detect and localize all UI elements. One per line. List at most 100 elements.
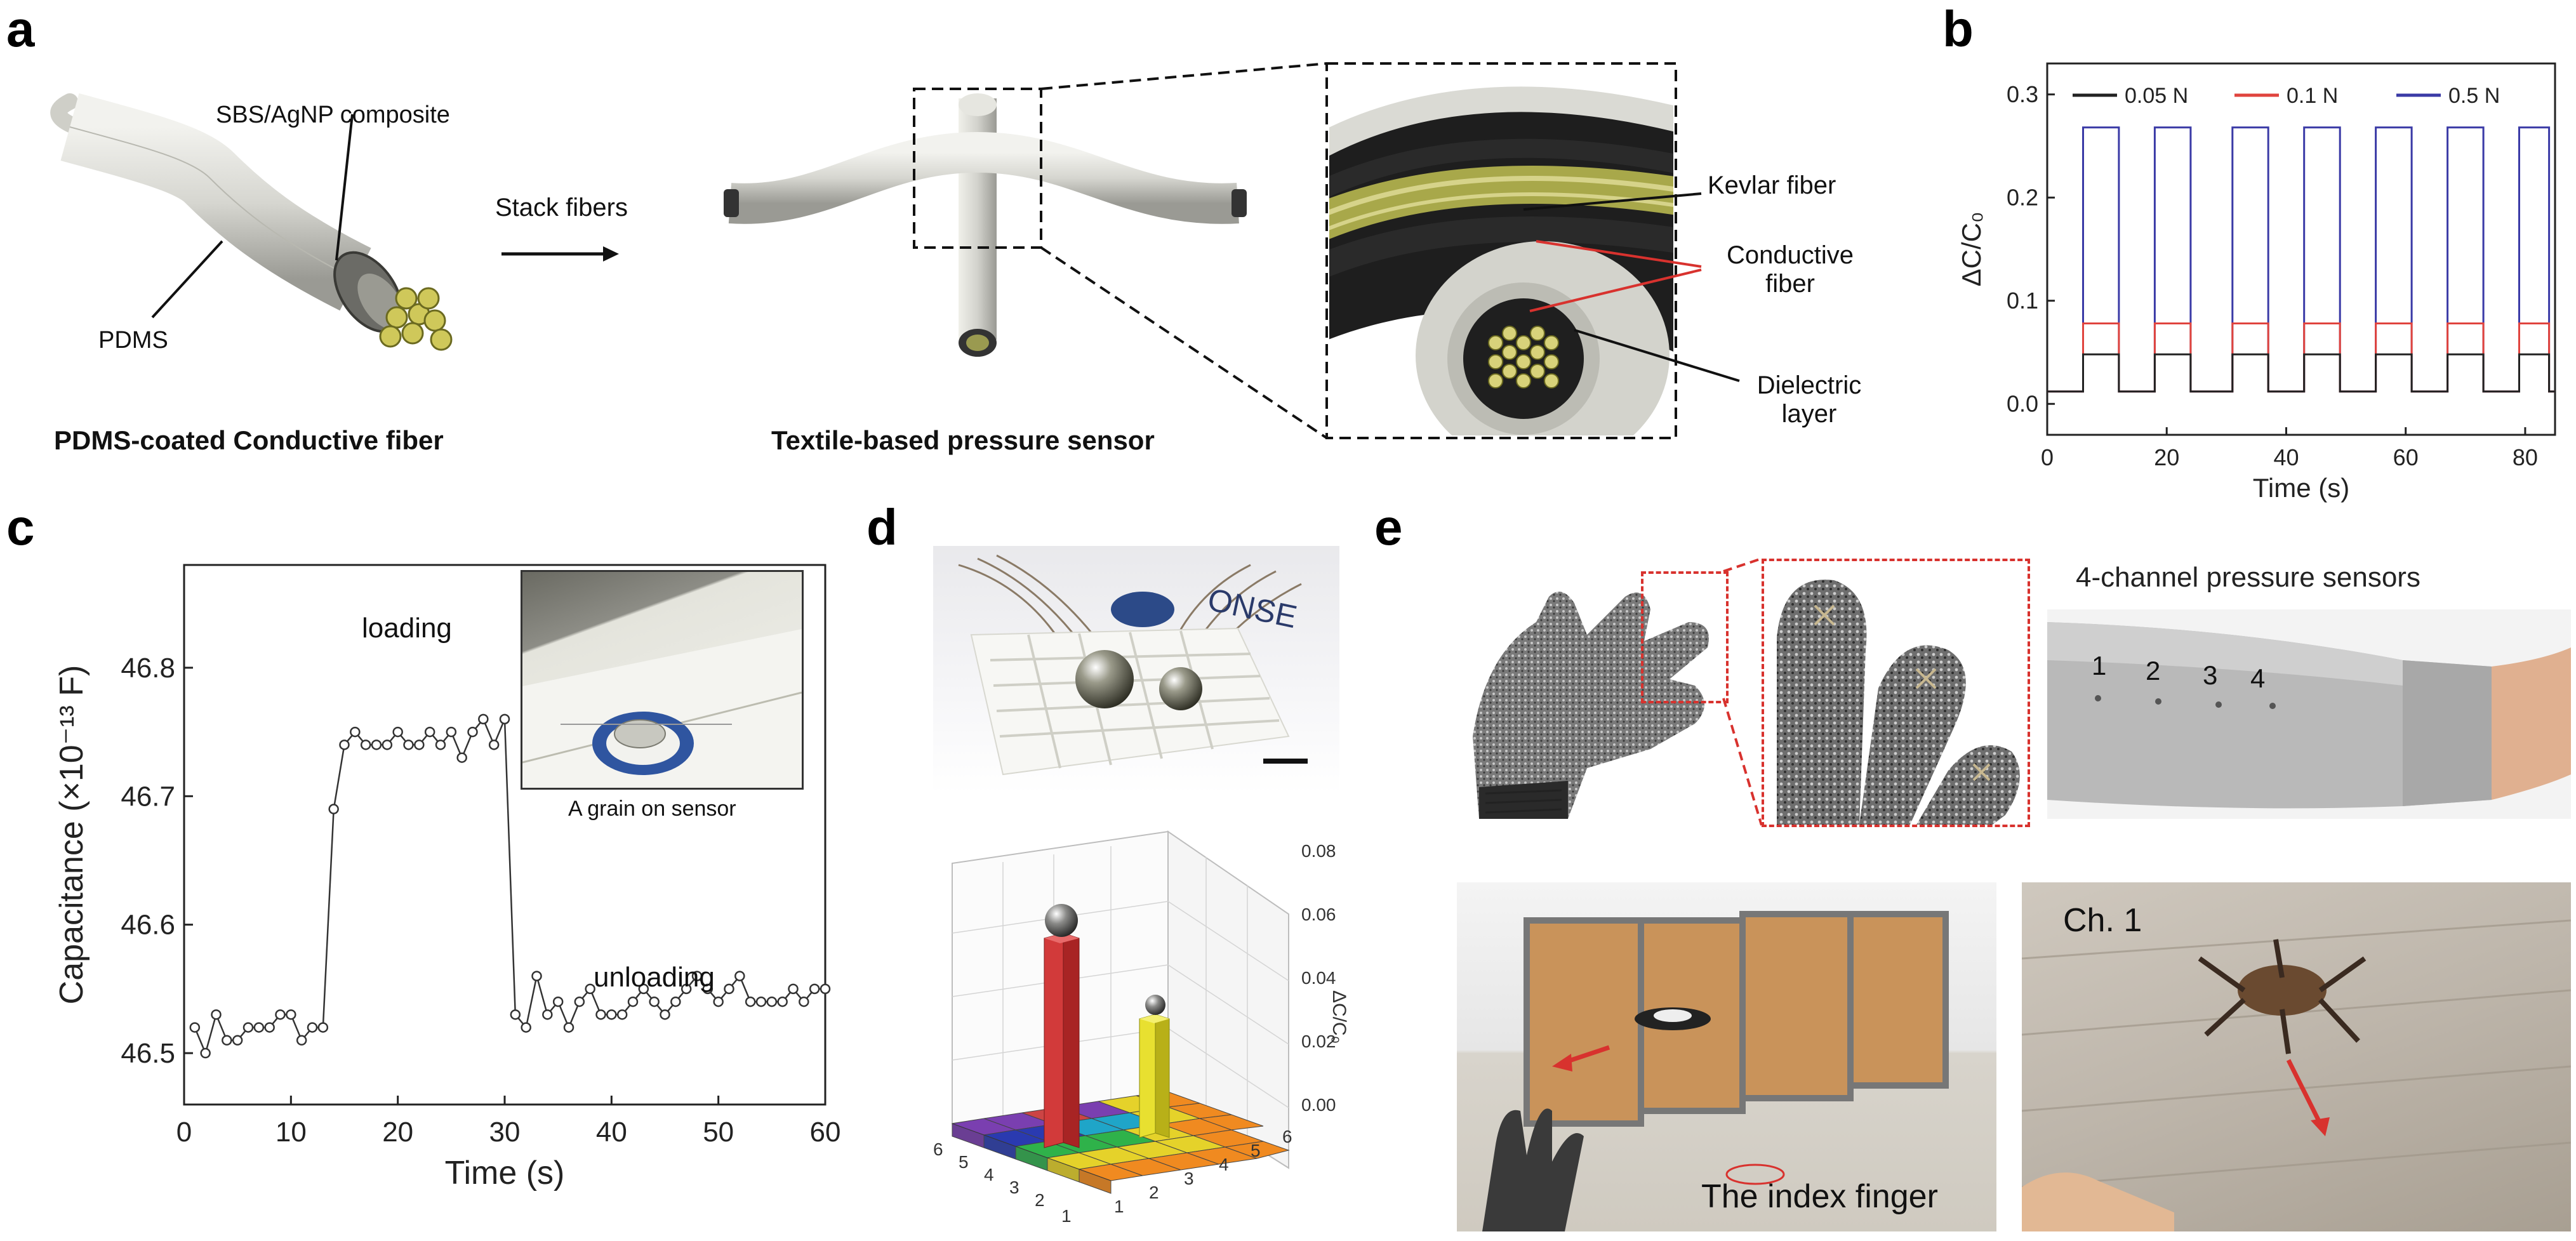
dielectric-layer-label: Dielectric layer (1756, 371, 1862, 428)
c-data-point (552, 996, 564, 1007)
z-axis-label: ΔC/C₀ (1329, 990, 1350, 1044)
c-data-point (713, 996, 724, 1007)
b-series-0-5-N (2047, 126, 2555, 393)
c-data-point (499, 713, 510, 725)
c-data-point (317, 1022, 329, 1033)
c-data-point (382, 740, 393, 750)
ch1-label: Ch. 1 (2063, 902, 2142, 939)
drone-room-photo (1457, 882, 1996, 1231)
glove-zoom-lines (1722, 557, 1763, 826)
c-data-point (809, 983, 820, 995)
svg-text:ONSE: ONSE (1205, 581, 1300, 635)
y-tick-5: 6 (1282, 1127, 1292, 1146)
y-tick-2: 3 (1184, 1169, 1194, 1188)
panel-a-illustration (50, 62, 1740, 439)
channel-num-1: 1 (2092, 651, 2107, 680)
c-data-point (691, 971, 703, 981)
c-data-point (734, 971, 745, 981)
b-legend-label: 0.5 N (2448, 84, 2500, 108)
c-x-tick-label: 10 (276, 1117, 307, 1148)
channel-num-2: 2 (2146, 656, 2161, 686)
b-series-0-05-N (2047, 353, 2555, 393)
c-data-point (649, 996, 660, 1007)
y-tick-1: 2 (1149, 1183, 1159, 1202)
c-data-point (510, 1009, 521, 1020)
c-data-point (392, 726, 403, 738)
unloading-label: unloading (594, 962, 715, 993)
panel-label-a: a (6, 1, 35, 57)
y-tick-3: 4 (1219, 1155, 1229, 1174)
c-y-tick-label: 46.5 (121, 1038, 175, 1069)
c-data-point (253, 1022, 265, 1033)
c-data-point (424, 726, 435, 738)
b-x-axis-label: Time (s) (2253, 473, 2349, 503)
b-y-tick-label: 0.3 (2007, 81, 2038, 107)
c-data-point (574, 996, 585, 1007)
c-data-point (531, 971, 542, 981)
x-tick-5: 1 (1061, 1206, 1072, 1226)
c-data-point (606, 1009, 617, 1020)
pdms-label: PDMS (98, 327, 168, 354)
x-tick-3: 3 (1009, 1178, 1019, 1197)
panel-label-c: c (6, 499, 35, 555)
chart-b-frame (2046, 62, 2556, 436)
c-data-point (456, 752, 467, 763)
c-data-point (371, 740, 382, 750)
x-tick-1: 5 (959, 1152, 969, 1172)
c-data-point (478, 713, 489, 725)
b-x-tick-label: 40 (2273, 444, 2299, 470)
robot-floor-photo (2022, 882, 2571, 1231)
c-data-point (435, 740, 446, 750)
c-data-point (595, 1009, 606, 1020)
c-data-point (627, 996, 639, 1007)
c-data-point (200, 1047, 211, 1059)
c-data-point (467, 726, 478, 738)
pdms-coated-fiber-drawing (50, 93, 453, 351)
panel-label-e: e (1374, 499, 1403, 555)
c-data-point (745, 996, 756, 1007)
c-data-point (222, 1035, 232, 1046)
c-data-point (660, 1009, 670, 1020)
glove-zoom-box (1641, 571, 1729, 703)
b-y-tick-label: 0.0 (2007, 390, 2038, 416)
channel-num-4: 4 (2250, 663, 2266, 693)
c-data-point (264, 1022, 275, 1033)
zoom-selection-box (913, 88, 1042, 249)
c-data-point (414, 740, 425, 750)
c-x-tick-label: 40 (596, 1117, 627, 1148)
c-data-point (585, 983, 595, 995)
c-data-point (275, 1009, 286, 1020)
x-tick-0: 6 (933, 1139, 943, 1159)
c-y-tick-label: 46.7 (121, 781, 175, 812)
c-x-tick-label: 0 (176, 1117, 192, 1148)
arm-sleeve-photo (2047, 609, 2571, 819)
c-data-point (242, 1022, 254, 1033)
b-x-tick-label: 80 (2513, 444, 2538, 470)
c-data-point (339, 740, 350, 750)
c-data-point (403, 740, 414, 750)
panel-label-b: b (1942, 1, 1974, 57)
c-data-point (360, 740, 371, 750)
b-y-axis-label: ΔC/C₀ (1956, 212, 1986, 287)
b-y-tick-label: 0.1 (2007, 288, 2038, 314)
panel-label-d: d (866, 499, 898, 555)
c-y-axis-label: Capacitance (×10⁻¹³ F) (57, 665, 90, 1005)
c-data-point (296, 1035, 307, 1046)
c-data-point (766, 996, 778, 1007)
c-data-point (820, 983, 831, 995)
crossed-fibers-drawing (724, 93, 1247, 357)
c-data-point (616, 1009, 628, 1020)
c-data-point (488, 740, 500, 750)
four-channel-sensors-label: 4-channel pressure sensors (2076, 562, 2420, 593)
conductive-leader-line-1 (1536, 240, 1702, 268)
c-data-point (211, 1009, 222, 1020)
c-data-point (307, 1022, 318, 1033)
c-data-point (232, 1035, 243, 1046)
c-y-tick-label: 46.6 (121, 910, 175, 941)
grain-on-sensor-caption: A grain on sensor (568, 797, 736, 821)
c-data-point (702, 983, 714, 995)
caption-textile-sensor: Textile-based pressure sensor (771, 425, 1155, 455)
b-y-tick-label: 0.2 (2007, 184, 2038, 210)
c-data-point (328, 804, 339, 814)
